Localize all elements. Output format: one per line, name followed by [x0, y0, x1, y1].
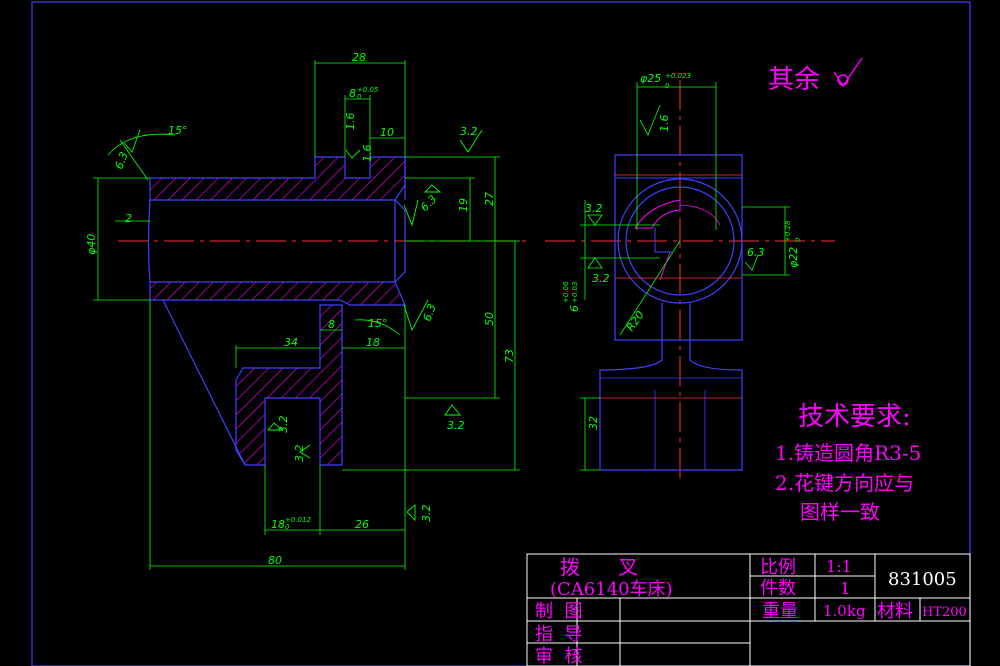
material-value: HT200	[922, 605, 967, 620]
dim-angle-top: 15°	[168, 124, 188, 137]
rough-1-6-r: 1.6	[658, 115, 671, 133]
machine-name: (CA6140车床)	[550, 579, 673, 600]
dim-slot-18-tol-upper: +0.012	[285, 516, 311, 524]
hub-lower-section	[149, 281, 406, 306]
dim-span-34: 34	[284, 336, 298, 349]
guide-by-label: 指 导	[535, 624, 582, 645]
dim-span-26: 26	[355, 518, 369, 531]
dim-height-73: 73	[503, 349, 516, 363]
dim-slot-depth: 19	[457, 198, 470, 212]
tech-req-item3: 图样一致	[800, 500, 880, 524]
rough-3-2-bottom: 3.2	[420, 505, 433, 523]
rough-6-3-left: 6.3	[113, 150, 131, 171]
surface-note: 其余	[768, 65, 820, 95]
dim-slot-width: 8	[349, 87, 356, 100]
title-block-frame	[526, 553, 971, 666]
drawing-border	[31, 1, 971, 666]
dim-web-8: 8	[328, 318, 335, 331]
scale-value: 1:1	[826, 557, 852, 576]
rough-6-3-right: 6.3	[418, 193, 440, 215]
dim-bottom-32: 32	[587, 416, 600, 430]
checked-by-label: 审 核	[535, 646, 582, 666]
dim-key-tol-lower: 0	[794, 237, 802, 242]
dim-angle-bottom: 15°	[368, 317, 388, 330]
part-name: 拨 叉	[560, 555, 638, 579]
dim-bore-tol-lower: 0	[665, 82, 670, 90]
dim-top-width: 28	[352, 51, 366, 64]
dim-chamfer: 2	[125, 212, 132, 225]
qty-value: 1	[840, 579, 850, 598]
weight-label: 重量	[762, 601, 798, 622]
dim-slot-18: 18	[271, 518, 285, 531]
surface-note-symbol	[833, 57, 863, 88]
left-roughness-symbols	[123, 129, 483, 522]
weight-value: 1.0kg	[823, 602, 866, 620]
outer-circle	[617, 178, 743, 304]
dim-slot-18-tol-lower: 0	[285, 523, 290, 531]
rough-6-3-bottom: 6.3	[421, 302, 439, 323]
dim-key-dia: φ22	[787, 247, 800, 268]
fork-arm-section	[235, 304, 343, 466]
dim-slot-tol-upper: +0.05	[357, 86, 379, 94]
rough-3-2-inner: 3.2	[277, 416, 290, 434]
bore-circle	[625, 186, 735, 296]
dim-key-width: 6	[568, 305, 581, 312]
rough-3-2-r-a: 3.2	[585, 202, 603, 215]
dim-key-tol-upper: +0.28	[784, 220, 792, 242]
dim-radius: R20	[624, 309, 647, 334]
left-dimension-lines	[93, 60, 520, 570]
dim-top-height: 27	[483, 192, 496, 206]
drawing-number: 831005	[888, 569, 957, 590]
tech-req-item1: 1.铸造圆角R3-5	[775, 441, 921, 465]
arm-outline	[599, 303, 743, 471]
dim-total-80: 80	[268, 554, 282, 567]
rough-3-2-top: 3.2	[460, 125, 478, 138]
dim-bore-tol-upper: +0.023	[665, 72, 691, 80]
dim-span-18: 18	[366, 336, 380, 349]
dim-bore-dia-r: φ25	[640, 72, 661, 85]
right-dimension-lines	[580, 82, 790, 471]
hub-upper-section	[149, 156, 406, 201]
rough-3-2-r-b: 3.2	[592, 272, 610, 285]
dim-bore-dia: φ40	[85, 234, 98, 255]
tech-req-title: 技术要求:	[798, 402, 911, 432]
qty-label: 件数	[760, 578, 796, 599]
right-end-view	[545, 80, 835, 480]
rough-6-3-r: 6.3	[747, 246, 765, 259]
dim-key-w-tol-upper: +0.06	[562, 281, 570, 303]
drawn-by-label: 制 图	[535, 601, 582, 622]
dim-slot-offset: 10	[380, 126, 394, 139]
rough-3-2-inner2: 3.2	[293, 445, 306, 463]
scale-label: 比例	[760, 557, 796, 578]
tech-req-item2: 2.花键方向应与	[775, 471, 914, 495]
material-label: 材料	[877, 601, 913, 622]
dim-height-50: 50	[483, 312, 496, 326]
rough-3-2-low: 3.2	[447, 419, 465, 432]
dim-slot-tol-lower: 0	[357, 93, 362, 101]
rough-1-6-top: 1.6	[344, 113, 357, 131]
rough-1-6-slot: 1.6	[361, 145, 374, 163]
dim-key-w-tol-lower: +0.03	[571, 282, 579, 303]
